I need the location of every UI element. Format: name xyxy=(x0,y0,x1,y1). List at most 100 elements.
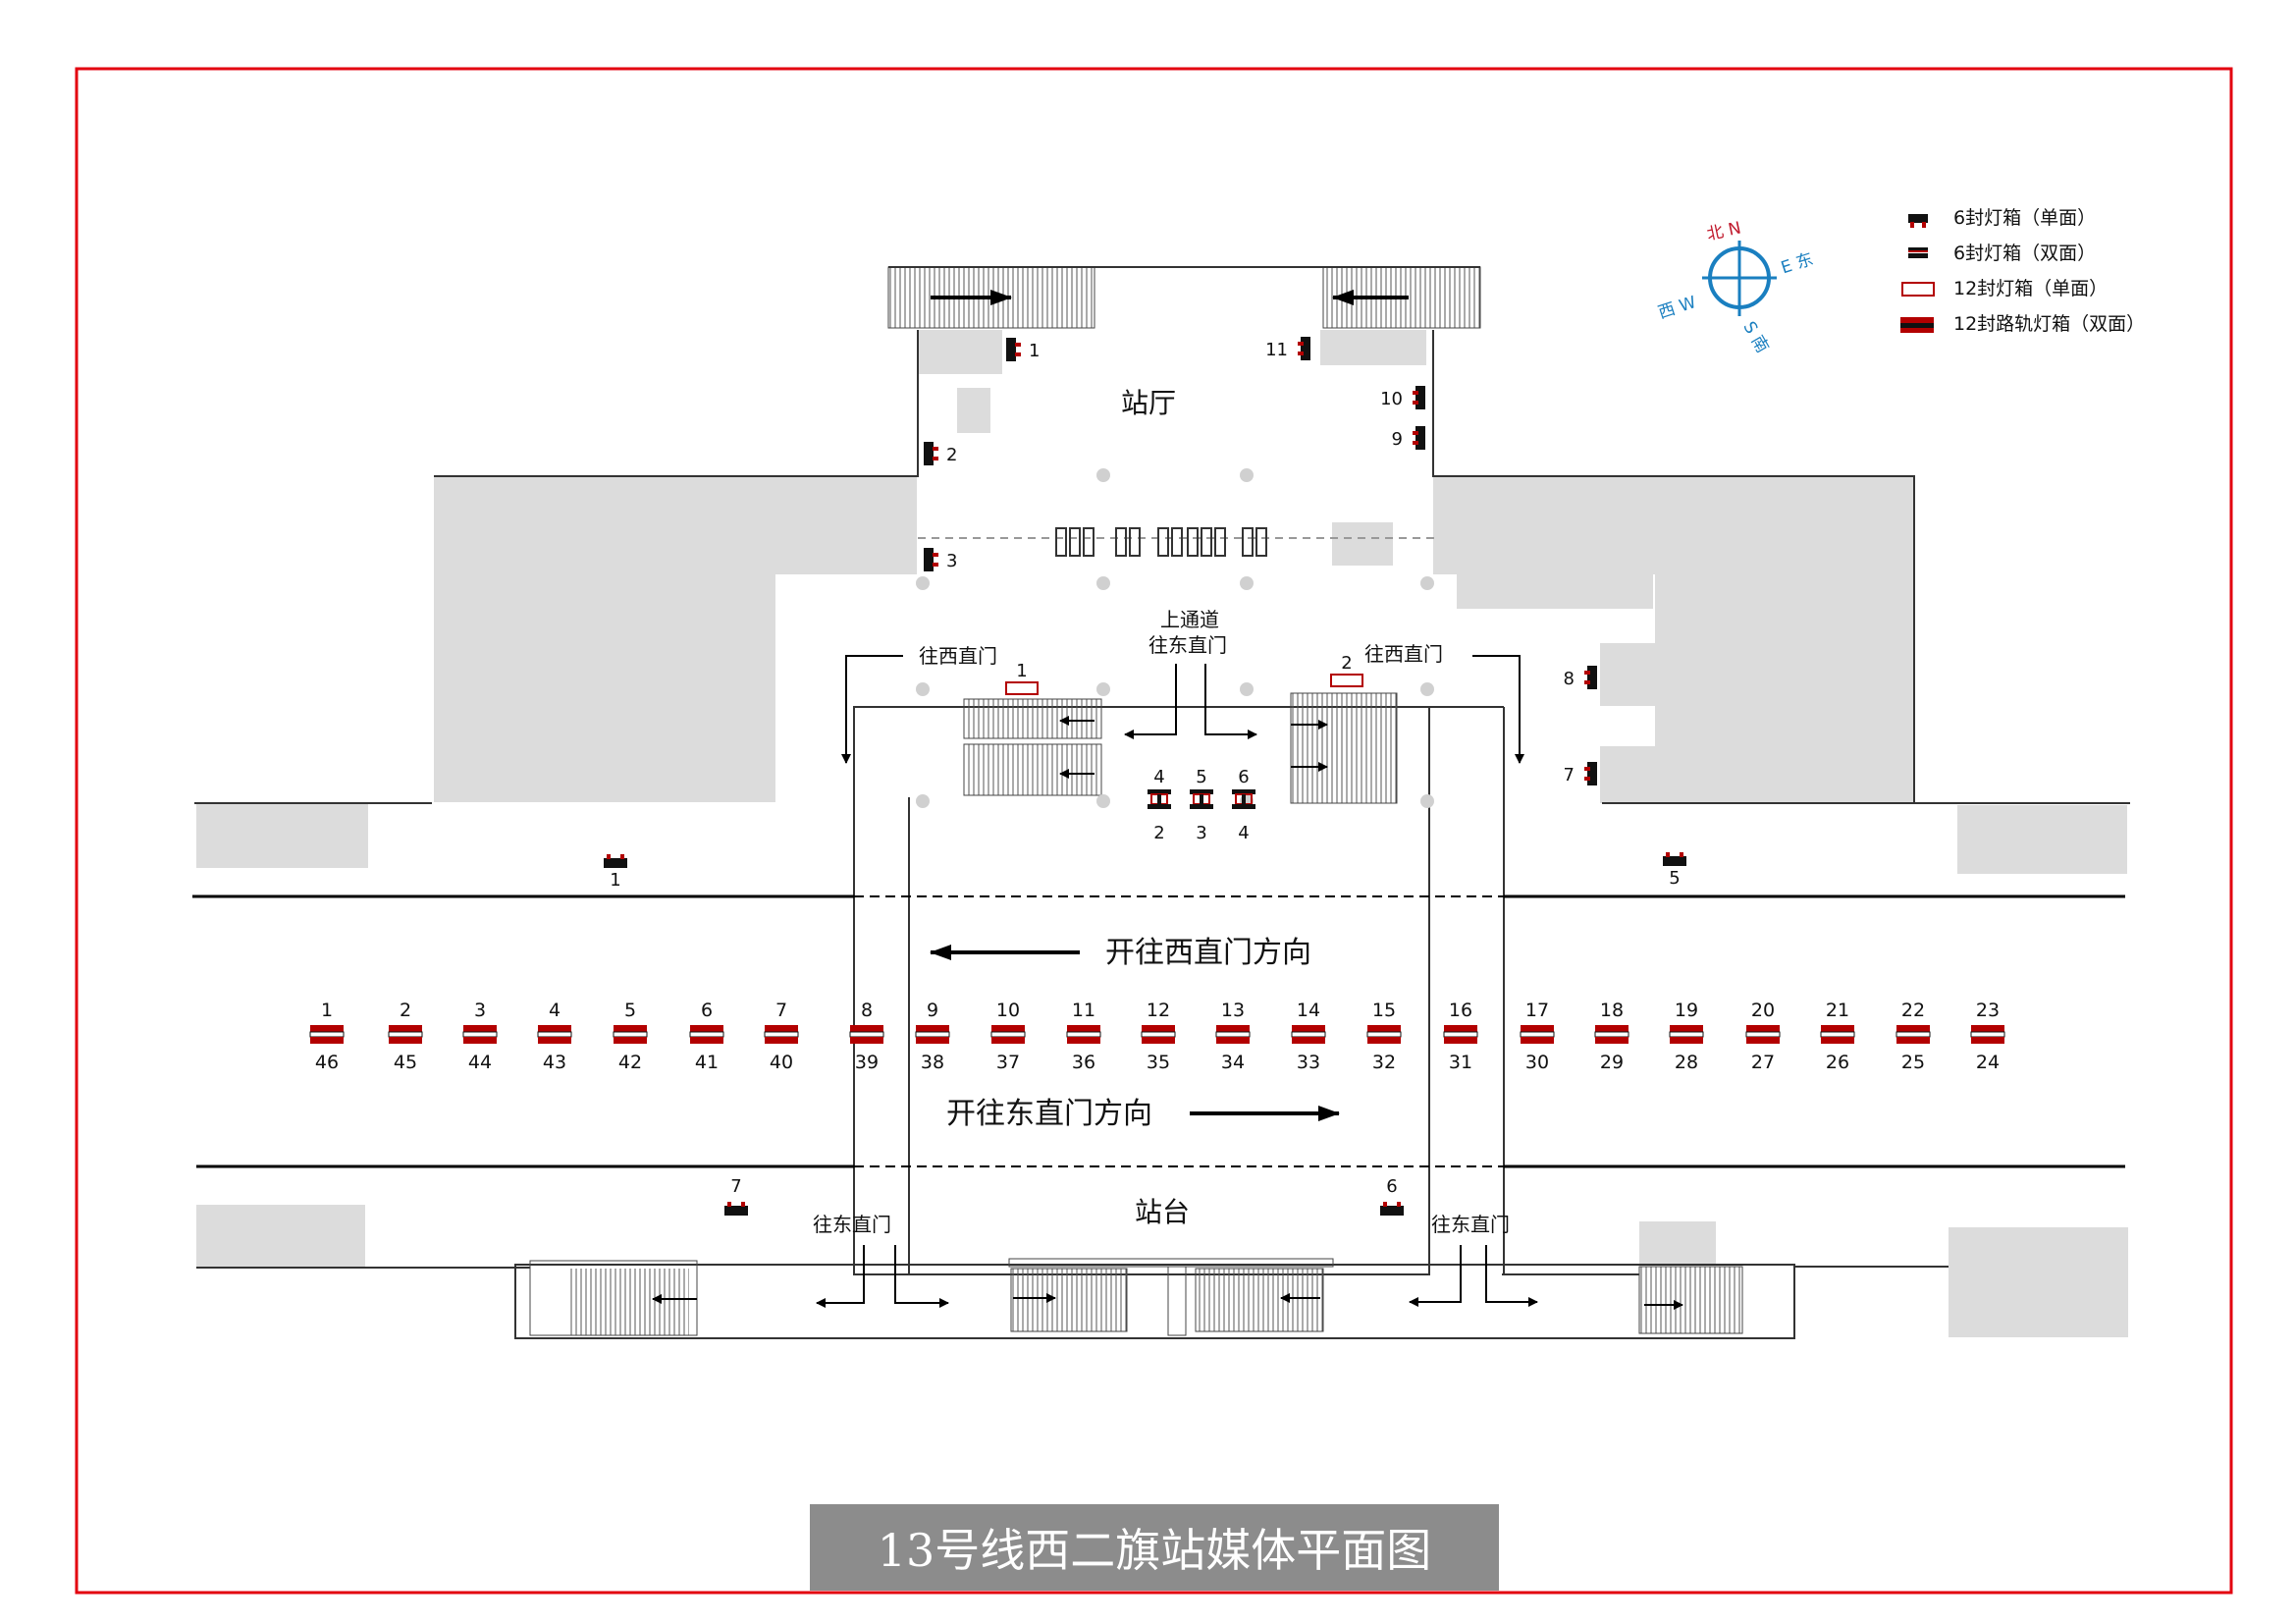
platform-label: 站台 xyxy=(1135,1196,1190,1228)
rail-box-top-label: 15 xyxy=(1372,1000,1396,1021)
platform-box-label-1: 1 xyxy=(610,870,620,891)
rail-box-8: 8 39 xyxy=(849,1000,884,1073)
wall-box-label-9: 9 xyxy=(1392,429,1403,450)
rail-box-4: 4 43 xyxy=(537,1000,572,1073)
rail-box-bottom-label: 31 xyxy=(1449,1052,1472,1073)
central-box-top-label: 4 xyxy=(1153,767,1164,787)
track-lines xyxy=(192,894,2125,1168)
central-box-bottom-label: 4 xyxy=(1238,823,1249,843)
rail-box-bottom-label: 27 xyxy=(1751,1052,1775,1073)
rail-box-top-label: 8 xyxy=(861,1000,873,1021)
rail-box-bottom-label: 46 xyxy=(315,1052,339,1073)
route-arrows xyxy=(841,655,1524,764)
legend-label-single6: 6封灯箱（单面） xyxy=(1953,207,2096,229)
compass-north: 北 N xyxy=(1705,218,1743,244)
wall-box-label-2: 2 xyxy=(946,445,957,465)
wall-box-3: 3 xyxy=(924,548,957,571)
wall-box-1: 1 xyxy=(1006,338,1040,361)
rail-box-top-label: 10 xyxy=(996,1000,1020,1021)
central-box-4: 42 xyxy=(1148,767,1171,843)
concourse-stairs xyxy=(963,692,1398,804)
rail-box-top-label: 6 xyxy=(701,1000,713,1021)
rail-box-top-label: 11 xyxy=(1072,1000,1095,1021)
rail-box-bottom-label: 44 xyxy=(468,1052,492,1073)
rail-box-bottom-label: 41 xyxy=(695,1052,719,1073)
rail-box-9: 938 xyxy=(915,1000,950,1073)
wall-box-10: 10 xyxy=(1380,386,1425,409)
single12-box-1: 1 xyxy=(1005,661,1039,695)
compass-east: E 东 xyxy=(1779,249,1816,278)
train-direction-arrows xyxy=(930,945,1340,1121)
rail-box-top-label: 21 xyxy=(1826,1000,1849,1021)
legend-label-double6: 6封灯箱（双面） xyxy=(1953,243,2096,264)
wall-box-label-8: 8 xyxy=(1564,669,1575,689)
rail-box-bottom-label: 37 xyxy=(996,1052,1020,1073)
rail-box-5: 542 xyxy=(613,1000,648,1073)
rail-box-top-label: 17 xyxy=(1525,1000,1549,1021)
rail-box-top-label: 18 xyxy=(1600,1000,1624,1021)
central-box-top-label: 6 xyxy=(1238,767,1249,787)
rail-box-top-label: 14 xyxy=(1297,1000,1320,1021)
single12-box-label-1: 1 xyxy=(1016,661,1027,681)
legend-label-rail12: 12封路轨灯箱（双面） xyxy=(1953,313,2145,335)
wall-box-label-1: 1 xyxy=(1029,341,1040,361)
rail-box-bottom-label: 38 xyxy=(921,1052,944,1073)
to-dongzhimen-right: 往东直门 xyxy=(1431,1213,1510,1236)
rail-box-11: 11 36 xyxy=(1066,1000,1101,1073)
rail-box-bottom-label: 24 xyxy=(1976,1052,2000,1073)
to-xizhimen-right: 往西直门 xyxy=(1364,642,1443,666)
wall-box-label-3: 3 xyxy=(946,551,957,571)
to-xizhimen-left: 往西直门 xyxy=(919,644,997,668)
rail-box-bottom-label: 30 xyxy=(1525,1052,1549,1073)
wall-box-9: 9 xyxy=(1392,426,1425,450)
single12-box-2: 2 xyxy=(1330,653,1363,687)
rail-box-top-label: 23 xyxy=(1976,1000,2000,1021)
concourse-label: 站厅 xyxy=(1121,387,1176,419)
rail-box-top-label: 13 xyxy=(1221,1000,1245,1021)
fare-gates xyxy=(918,527,1438,557)
direction-east-label: 开往东直门方向 xyxy=(946,1097,1152,1131)
frame-border xyxy=(75,67,2233,1595)
rail-box-bottom-label: 43 xyxy=(543,1052,566,1073)
rail-box-bottom-label: 35 xyxy=(1147,1052,1170,1073)
rail-box-2: 245 xyxy=(388,1000,423,1073)
platform-box-5: 5 xyxy=(1663,852,1686,889)
platform-box-label-7: 7 xyxy=(730,1176,741,1197)
platform-box-1: 1 xyxy=(604,854,627,891)
central-box-top-label: 5 xyxy=(1196,767,1206,787)
rail-box-top-label: 7 xyxy=(775,1000,787,1021)
platform-box-7: 7 xyxy=(724,1176,748,1216)
single12-box-label-2: 2 xyxy=(1341,653,1352,674)
compass-west: 西 W xyxy=(1656,293,1699,323)
rail-box-10: 10 37 xyxy=(990,1000,1026,1073)
legend-rail12-icon xyxy=(1900,317,1934,333)
rail-box-bottom-label: 39 xyxy=(855,1052,879,1073)
legend-double6-icon xyxy=(1908,247,1928,258)
direction-west-label: 开往西直门方向 xyxy=(1105,936,1311,970)
central-box-6: 64 xyxy=(1232,767,1255,843)
wall-box-label-7: 7 xyxy=(1564,765,1575,785)
rail-box-top-label: 19 xyxy=(1675,1000,1698,1021)
to-dongzhimen-left: 往东直门 xyxy=(813,1213,891,1236)
rail-box-bottom-label: 42 xyxy=(618,1052,642,1073)
rail-box-bottom-label: 45 xyxy=(394,1052,417,1073)
rail-box-6: 6 41 xyxy=(689,1000,724,1073)
rail-box-bottom-label: 29 xyxy=(1600,1052,1624,1073)
wall-box-label-10: 10 xyxy=(1380,389,1403,409)
rail-box-top-label: 4 xyxy=(549,1000,561,1021)
rail-box-bottom-label: 25 xyxy=(1901,1052,1925,1073)
rail-box-7: 740 xyxy=(764,1000,799,1073)
legend-label-single12: 12封灯箱（单面） xyxy=(1953,278,2108,299)
rail-box-top-label: 16 xyxy=(1449,1000,1472,1021)
compass-south: S 南 xyxy=(1738,318,1772,356)
rail-box-bottom-label: 36 xyxy=(1072,1052,1095,1073)
rail-box-3: 344 xyxy=(462,1000,498,1073)
legend-single12-icon xyxy=(1901,282,1935,297)
